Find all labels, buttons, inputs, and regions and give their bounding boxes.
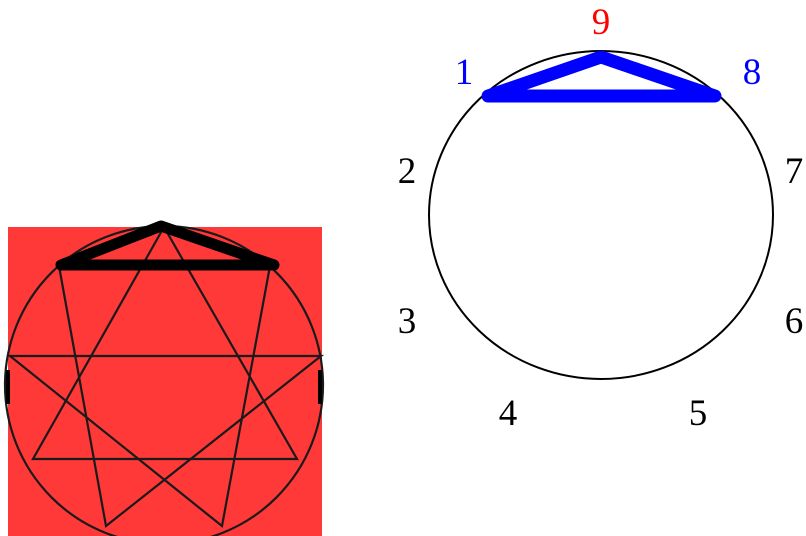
label-7: 7 [785,151,804,192]
label-9: 9 [592,2,611,43]
highlighted-triangle-blue [481,50,722,103]
hexad-path [6,265,325,529]
label-6: 6 [785,301,804,342]
highlighted-triangle [55,220,280,271]
label-2: 2 [398,151,417,192]
label-8: 8 [743,52,762,93]
label-4: 4 [499,393,518,434]
right-edge-tick [318,370,322,404]
red-background [8,227,322,536]
numbered-circle-figure: 9 1 8 2 7 3 6 4 5 [398,2,804,434]
label-1: 1 [455,52,474,93]
label-5: 5 [689,393,708,434]
inner-triangle [31,224,299,461]
enneagram-figure [3,220,325,536]
left-edge-tick [6,370,10,404]
label-3: 3 [398,301,417,342]
